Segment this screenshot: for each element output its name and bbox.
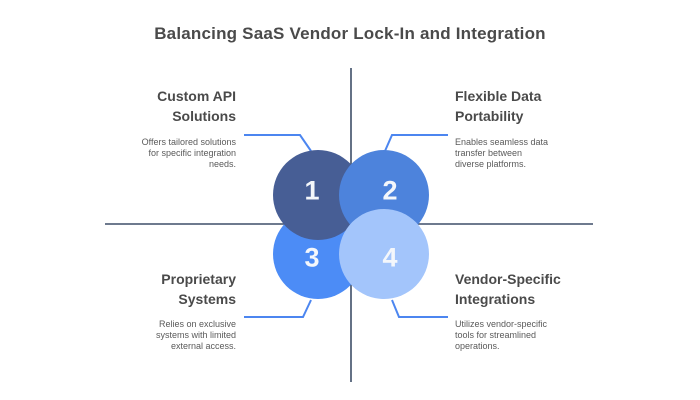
section-body-proprietary-systems: Relies on exclusive systems with limited… [156,319,236,352]
section-heading-vendor-specific-integrations: Vendor-Specific Integrations [455,269,561,309]
connector-bottom-left [244,299,312,318]
section-heading-proprietary-systems: Proprietary Systems [161,269,236,309]
heading-line: Integrations [455,291,536,307]
heading-line: Solutions [172,108,236,124]
circle-3-number: 3 [304,242,320,273]
heading-line: Proprietary [161,271,236,287]
section-body-custom-api-solutions: Offers tailored solutions for specific i… [142,137,236,170]
connector-top-right [384,134,448,152]
connector-top-left [244,134,312,152]
connector-bottom-right [391,299,448,318]
section-body-vendor-specific-integrations: Utilizes vendor-specific tools for strea… [455,319,547,352]
body-line: operations. [455,341,500,351]
section-heading-flexible-data-portability: Flexible Data Portability [455,86,541,126]
circle-1-number: 1 [304,175,320,206]
body-line: external access. [170,341,236,351]
body-line: Offers tailored solutions [141,137,236,147]
heading-line: Custom API [157,88,236,104]
section-body-flexible-data-portability: Enables seamless data transfer between d… [455,137,548,170]
circle-2-number: 2 [382,175,398,206]
heading-line: Vendor-Specific [455,271,561,287]
body-line: diverse platforms. [455,159,527,169]
body-line: for specific integration [148,148,236,158]
body-line: Enables seamless data [455,137,549,147]
heading-line: Systems [178,291,236,307]
circle-4-vendor-specific-integrations [339,209,429,299]
circle-4-number: 4 [382,242,398,273]
body-line: Utilizes vendor-specific [455,319,548,329]
heading-line: Portability [455,108,524,124]
body-line: transfer between [455,148,523,158]
body-line: needs. [208,159,236,169]
body-line: tools for streamlined [455,330,537,340]
page-title: Balancing SaaS Vendor Lock-In and Integr… [154,24,546,43]
body-line: systems with limited [155,330,236,340]
section-heading-custom-api-solutions: Custom API Solutions [157,86,236,126]
heading-line: Flexible Data [455,88,542,104]
body-line: Relies on exclusive [158,319,236,329]
